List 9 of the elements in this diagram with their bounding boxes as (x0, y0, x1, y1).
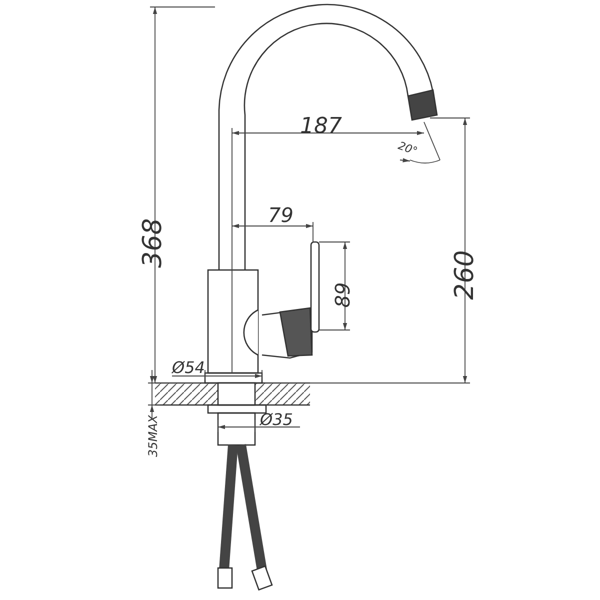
dimension-label: 35MAX (147, 414, 160, 458)
dimension-label: Ø35 (260, 412, 293, 428)
dimension-label: 187 (300, 116, 342, 138)
dimension-label: 368 (140, 218, 166, 268)
dimension-label: 260 (452, 250, 478, 300)
dimension-label: Ø54 (172, 360, 205, 376)
dimension-label: 20° (396, 140, 419, 157)
dimension-label: 89 (332, 282, 353, 308)
dimension-label: 79 (268, 205, 294, 225)
